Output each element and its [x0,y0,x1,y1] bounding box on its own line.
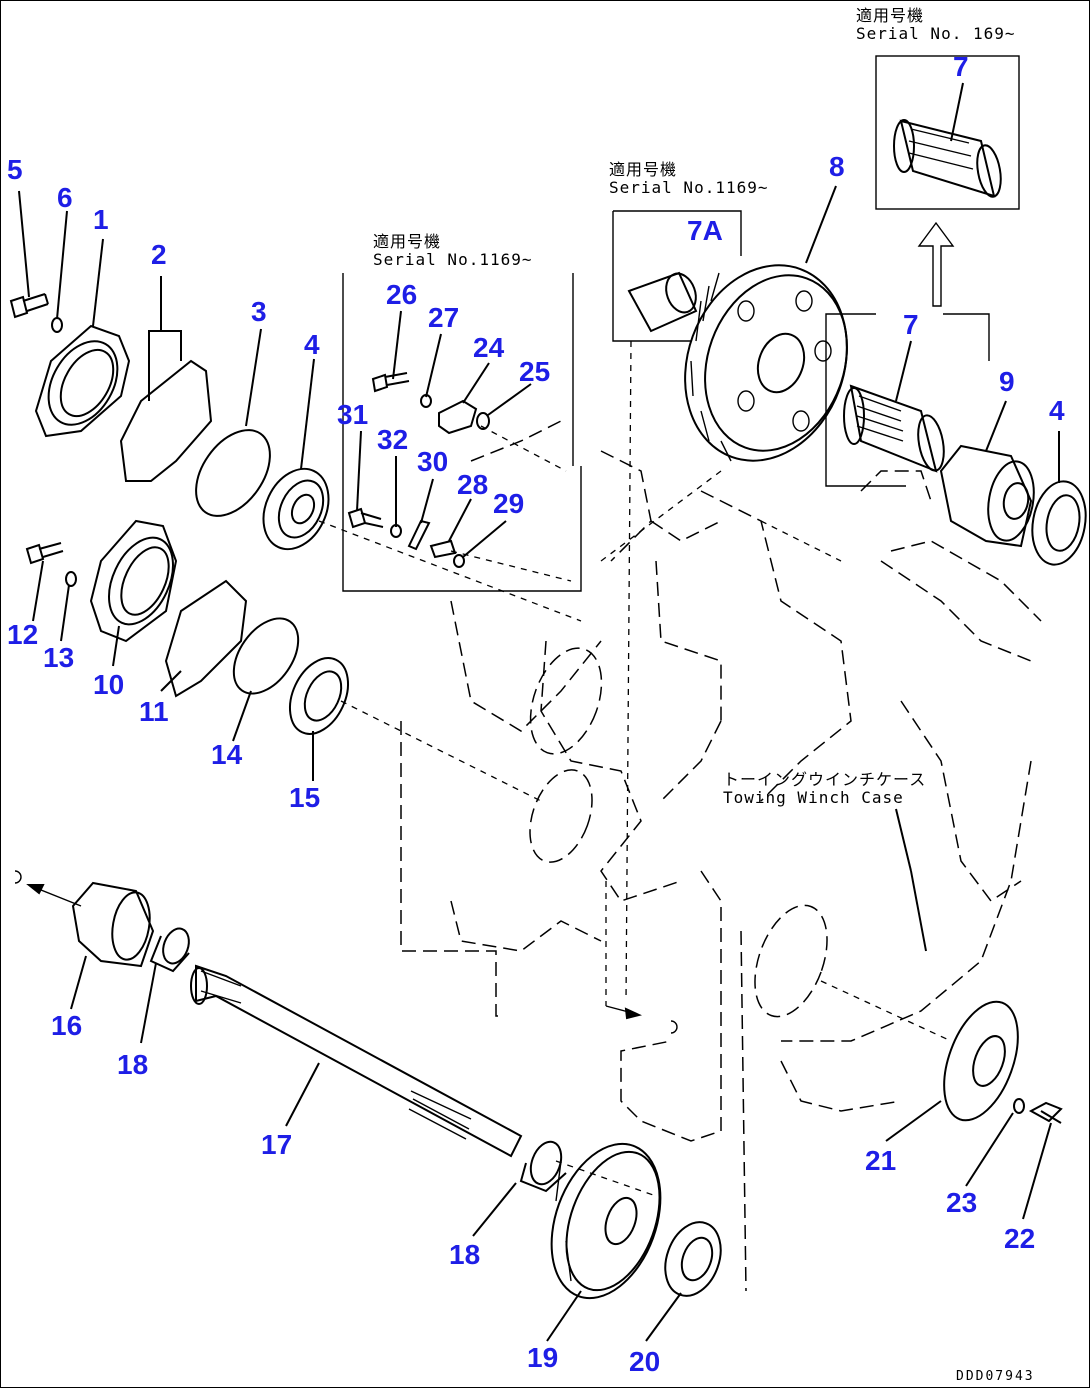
callout-32: 32 [377,424,409,455]
callout-13: 13 [43,642,75,673]
part-10-cover-drawing [89,519,178,643]
part-21-cover-drawing [943,1000,1019,1122]
callout-1: 1 [93,204,109,235]
part-4-bearing-right-drawing [1031,480,1087,566]
part-28-pin-drawing [429,539,457,559]
part-2-gasket-drawing [119,359,213,482]
part-14-oring-drawing [232,617,300,695]
callout-26: 26 [386,279,418,310]
callout-31: 31 [337,399,369,430]
callout-5: 5 [7,154,23,185]
part-29-ring-drawing [453,554,465,568]
callout-4-left: 4 [304,329,320,360]
callout-16: 16 [51,1010,83,1041]
callout-leaders [18,82,1060,1342]
frame-7-top [875,55,1020,210]
callout-8: 8 [829,151,845,182]
callout-12: 12 [7,619,39,650]
part-30-pin-drawing [407,519,431,551]
callout-19: 19 [527,1342,559,1373]
part-23-washer-drawing [1013,1098,1025,1114]
callout-7-mid: 7 [903,309,919,340]
part-11-gasket-drawing [164,579,248,698]
towing-winch-case-label: トーイングウインチケース Towing Winch Case [723,770,927,807]
callout-24: 24 [473,332,505,363]
callout-21: 21 [865,1145,897,1176]
mid-serial-frame [342,273,582,592]
winch-case-outline [400,420,1042,1292]
callout-28: 28 [457,469,489,500]
part-22-bolt-drawing [1028,1101,1063,1124]
callout-7a: 7A [687,215,723,246]
callout-17: 17 [261,1129,293,1160]
callout-11: 11 [139,696,169,727]
callout-30: 30 [417,446,449,477]
part-9-gear-drawing [939,444,1035,548]
part-1-cover-drawing [34,324,131,438]
part-4-bearing-drawing [262,467,330,551]
callout-20: 20 [629,1346,661,1377]
callout-27: 27 [428,302,460,333]
callout-22: 22 [1004,1223,1036,1254]
callout-7-top: 7 [953,51,969,82]
part-26-bolt-drawing [371,372,410,393]
callout-14: 14 [211,739,243,770]
callout-2: 2 [151,239,167,270]
callout-23: 23 [946,1187,978,1218]
document-id: DDD07943 [956,1369,1035,1384]
callout-10: 10 [93,669,125,700]
part-25-ring-drawing [476,412,490,430]
serial-note-mid: 適用号機 Serial No.1169~ [609,160,769,197]
serial-note-left: 適用号機 Serial No.1169~ [373,232,533,269]
part-5-bolt-drawing [9,293,49,319]
part-18-collar-right-drawing [519,1140,567,1193]
callout-18-right: 18 [449,1239,481,1270]
part-19-gear-drawing [550,1142,662,1300]
part-18-collar-left-drawing [149,927,190,973]
part-20-bearing-drawing [664,1221,722,1297]
part-13-washer-drawing [65,571,77,587]
callout-25: 25 [519,356,551,387]
center-lines [318,340,952,1197]
direction-arrows [14,221,955,1034]
part-7-shaft-drawing [843,384,945,473]
serial-note-top: 適用号機 Serial No. 169~ [856,6,1016,43]
part-12-bolt-drawing [25,542,64,565]
callout-4-right: 4 [1049,395,1065,426]
part-3-oring-drawing [195,429,271,517]
callout-15: 15 [289,782,321,813]
callout-9: 9 [999,366,1015,397]
callout-6: 6 [57,182,73,213]
callout-3: 3 [251,296,267,327]
frame-7a [612,210,742,342]
part-6-washer-drawing [51,317,63,333]
part-7a-sleeve-drawing [627,271,698,333]
part-17-shaft-drawing [190,964,523,1158]
part-15-bearing-drawing [288,657,350,735]
callout-29: 29 [493,488,525,519]
part-7-shaft-top-drawing [893,119,1002,198]
callout-18-left: 18 [117,1049,149,1080]
frame-7-mid [825,313,990,487]
part-8-gear-drawing [684,264,848,462]
part-24-block-drawing [438,399,478,435]
part-16-gear-drawing [71,881,155,968]
part-31-bolt-drawing [347,507,384,529]
